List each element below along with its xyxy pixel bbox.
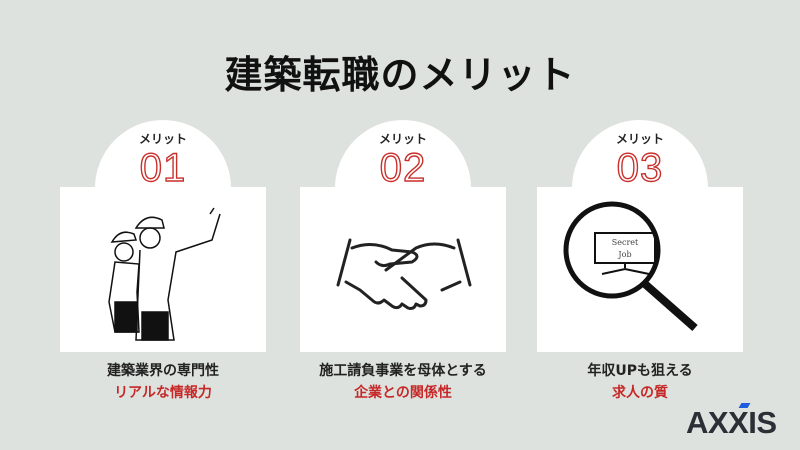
merit-card-1: メリット 01 (60, 120, 266, 352)
merit-number: 01 (139, 145, 187, 190)
caption-line: 施工請負事業を母体とする (319, 363, 487, 379)
merit-number: 02 (379, 145, 427, 190)
logo-text: AXXIS (686, 405, 777, 440)
merit-card-3: メリット 03 Secret Job (537, 120, 743, 352)
merit-caption-2: 施工請負事業を母体とする 企業との関係性 (283, 360, 523, 404)
screen-text-1: Secret (612, 238, 639, 247)
handshake-icon (336, 238, 472, 310)
card-panel (300, 187, 506, 352)
merit-caption-1: 建築業界の専門性 リアルな情報力 (43, 360, 283, 404)
magnifier-monitor-icon: Secret Job (563, 201, 698, 332)
merit-number: 03 (616, 145, 664, 190)
caption-line: 年収UPも狙える (587, 363, 693, 379)
caption-highlight: 求人の質 (612, 385, 668, 401)
merit-caption-3: 年収UPも狙える 求人の質 (520, 360, 760, 404)
merit-label: メリット (615, 132, 664, 146)
caption-line: 建築業界の専門性 (107, 363, 219, 379)
page-title: 建築転職のメリット (224, 53, 576, 97)
caption-highlight: 企業との関係性 (354, 385, 452, 401)
merit-label: メリット (138, 132, 187, 146)
caption-highlight: リアルな情報力 (114, 385, 212, 401)
axxis-logo: AXXIS (686, 403, 777, 441)
merit-label: メリット (378, 132, 427, 146)
merit-card-2: メリット 02 (300, 120, 506, 352)
construction-workers-illustration (108, 207, 221, 341)
screen-text-2: Job (617, 250, 631, 259)
